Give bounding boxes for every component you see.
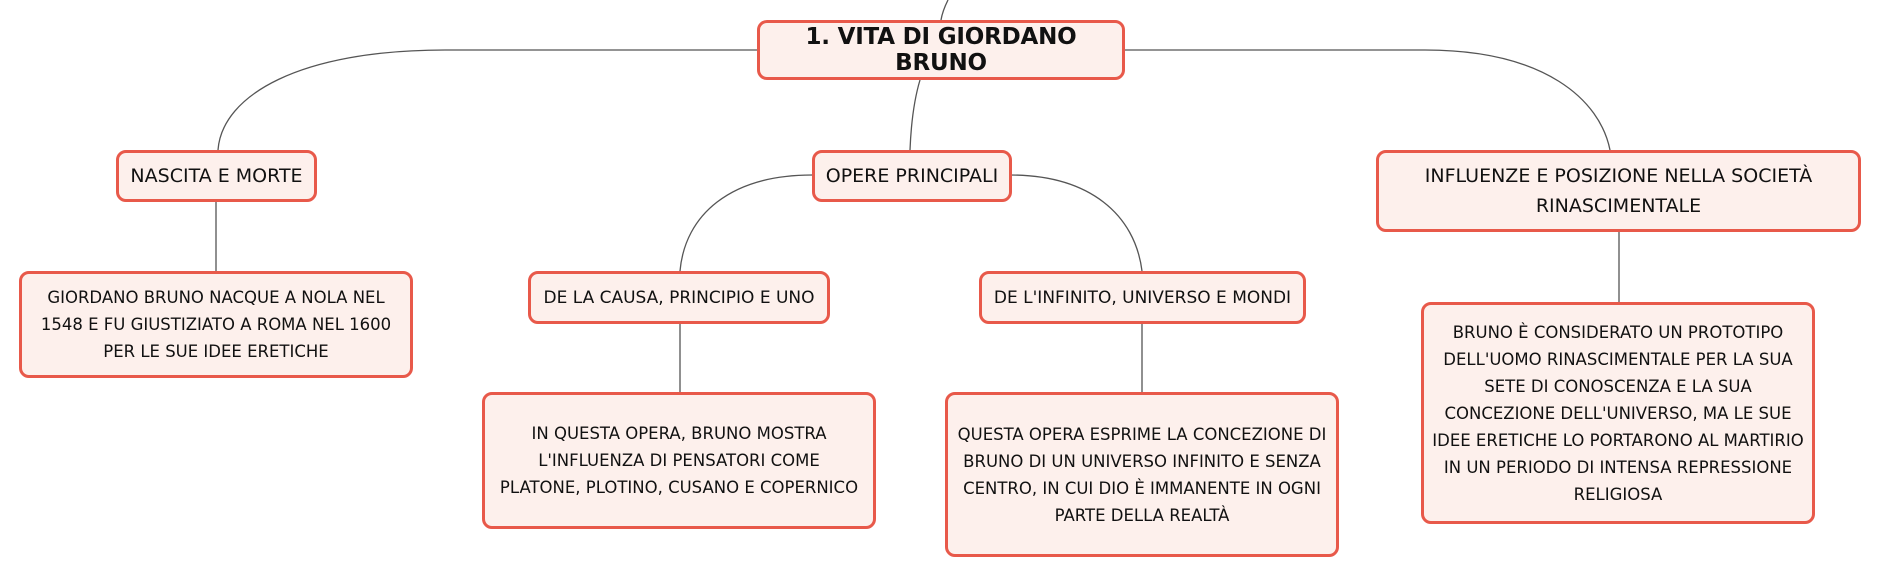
causa-label: DE LA CAUSA, PRINCIPIO E UNO [543, 287, 815, 308]
influenze-detail-text: BRUNO È CONSIDERATO UN PROTOTIPO DELL'UO… [1432, 322, 1804, 504]
connector-opere-causa [679, 174, 813, 272]
node-causa-detail[interactable]: IN QUESTA OPERA, BRUNO MOSTRA L'INFLUENZ… [482, 392, 876, 529]
connector-root-nascita [217, 49, 757, 151]
nascita-detail-text: GIORDANO BRUNO NACQUE A NOLA NEL 1548 E … [40, 288, 392, 361]
node-de-la-causa[interactable]: DE LA CAUSA, PRINCIPIO E UNO [528, 271, 830, 324]
node-influenze-detail[interactable]: BRUNO È CONSIDERATO UN PROTOTIPO DELL'UO… [1421, 302, 1815, 524]
influenze-label: INFLUENZE E POSIZIONE NELLA SOCIETÀ RINA… [1424, 165, 1813, 217]
connector-parent-root [940, 0, 949, 21]
node-opere-principali[interactable]: OPERE PRINCIPALI [812, 150, 1012, 202]
node-infinito-detail[interactable]: QUESTA OPERA ESPRIME LA CONCEZIONE DI BR… [945, 392, 1339, 557]
node-nascita-e-morte[interactable]: NASCITA E MORTE [116, 150, 317, 202]
node-nascita-detail[interactable]: GIORDANO BRUNO NACQUE A NOLA NEL 1548 E … [19, 271, 413, 378]
nascita-label: NASCITA E MORTE [130, 165, 303, 187]
node-influenze[interactable]: INFLUENZE E POSIZIONE NELLA SOCIETÀ RINA… [1376, 150, 1861, 232]
root-node[interactable]: 1. VITA DI GIORDANO BRUNO [757, 20, 1125, 80]
node-de-l-infinito[interactable]: DE L'INFINITO, UNIVERSO E MONDI [979, 271, 1306, 324]
infinito-label: DE L'INFINITO, UNIVERSO E MONDI [993, 287, 1292, 308]
root-label: 1. VITA DI GIORDANO BRUNO [805, 24, 1077, 76]
connector-root-influenze [1125, 49, 1611, 151]
connector-root-opere [909, 79, 921, 151]
causa-detail-text: IN QUESTA OPERA, BRUNO MOSTRA L'INFLUENZ… [499, 424, 859, 497]
infinito-detail-text: QUESTA OPERA ESPRIME LA CONCEZIONE DI BR… [957, 424, 1327, 525]
connector-opere-infinito [1009, 174, 1143, 272]
opere-label: OPERE PRINCIPALI [825, 165, 999, 187]
